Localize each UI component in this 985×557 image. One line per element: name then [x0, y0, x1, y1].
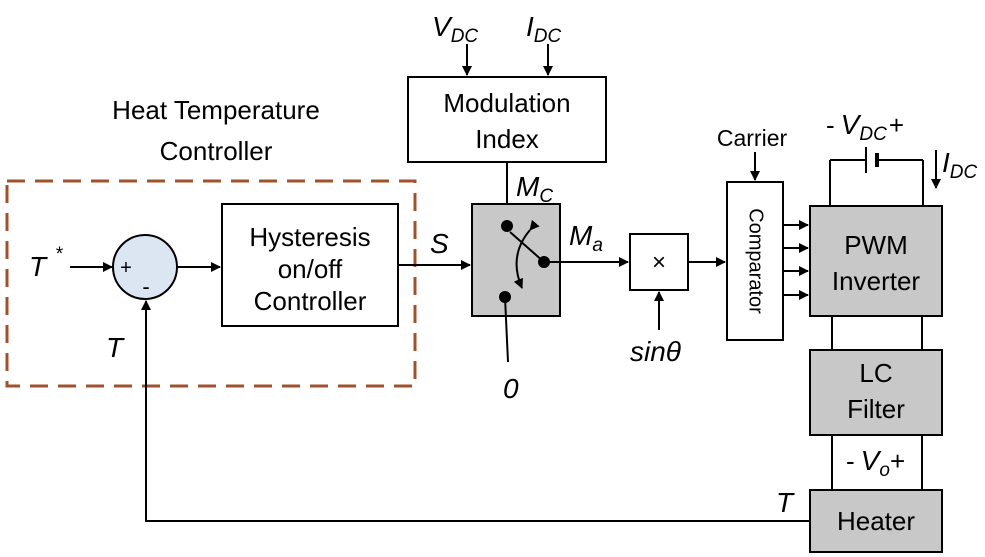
lc-line2: Filter [847, 394, 905, 424]
feedback-wire [141, 300, 810, 522]
t-output-label: T [776, 487, 795, 518]
multiplier-block [629, 233, 689, 291]
modulation-line1: Modulation [443, 88, 570, 118]
modulation-index-block [407, 76, 607, 163]
t-ref-label: T [29, 251, 48, 282]
pwm-line2: Inverter [832, 266, 920, 296]
lc-line1: LC [859, 358, 892, 388]
hysteresis-line3: Controller [254, 286, 367, 316]
comparator-block [726, 181, 784, 341]
vdc-source-label: -VDC+ [826, 109, 904, 145]
controller-group-border [5, 179, 417, 388]
summing-minus: - [142, 274, 149, 299]
modulation-line2: Index [475, 124, 539, 154]
sin-theta-label: sinθ [630, 336, 681, 367]
mc-label: MC [516, 171, 553, 207]
idc-input-label: IDC [526, 11, 562, 47]
comparator-label: Comparator [745, 208, 767, 314]
pwm-line1: PWM [844, 230, 908, 260]
ma-label: Ma [569, 220, 603, 256]
hysteresis-line1: Hysteresis [249, 222, 370, 252]
controller-group-title-line1: Heat Temperature [112, 95, 320, 125]
zero-label: 0 [503, 373, 519, 404]
idc-source-label: IDC [942, 147, 978, 183]
s-label: S [430, 228, 449, 259]
switch-contact-top [501, 220, 513, 232]
pwm-inverter-block [809, 205, 943, 317]
lc-filter-block [809, 349, 943, 436]
vo-label: -Vo+ [846, 445, 905, 481]
controller-group-title-line2: Controller [160, 136, 273, 166]
hysteresis-block [221, 203, 399, 327]
summing-plus: + [120, 257, 132, 279]
switch-action-arc [513, 219, 540, 289]
zero-wire [504, 296, 509, 363]
multiplier-symbol: × [652, 249, 666, 276]
hysteresis-line2: on/off [278, 254, 343, 284]
vdc-input-label: VDC [432, 11, 478, 47]
carrier-label: Carrier [717, 125, 788, 151]
heater-label: Heater [837, 506, 915, 536]
t-feedback-label: T [106, 332, 125, 363]
t-ref-superscript: * [55, 244, 63, 265]
